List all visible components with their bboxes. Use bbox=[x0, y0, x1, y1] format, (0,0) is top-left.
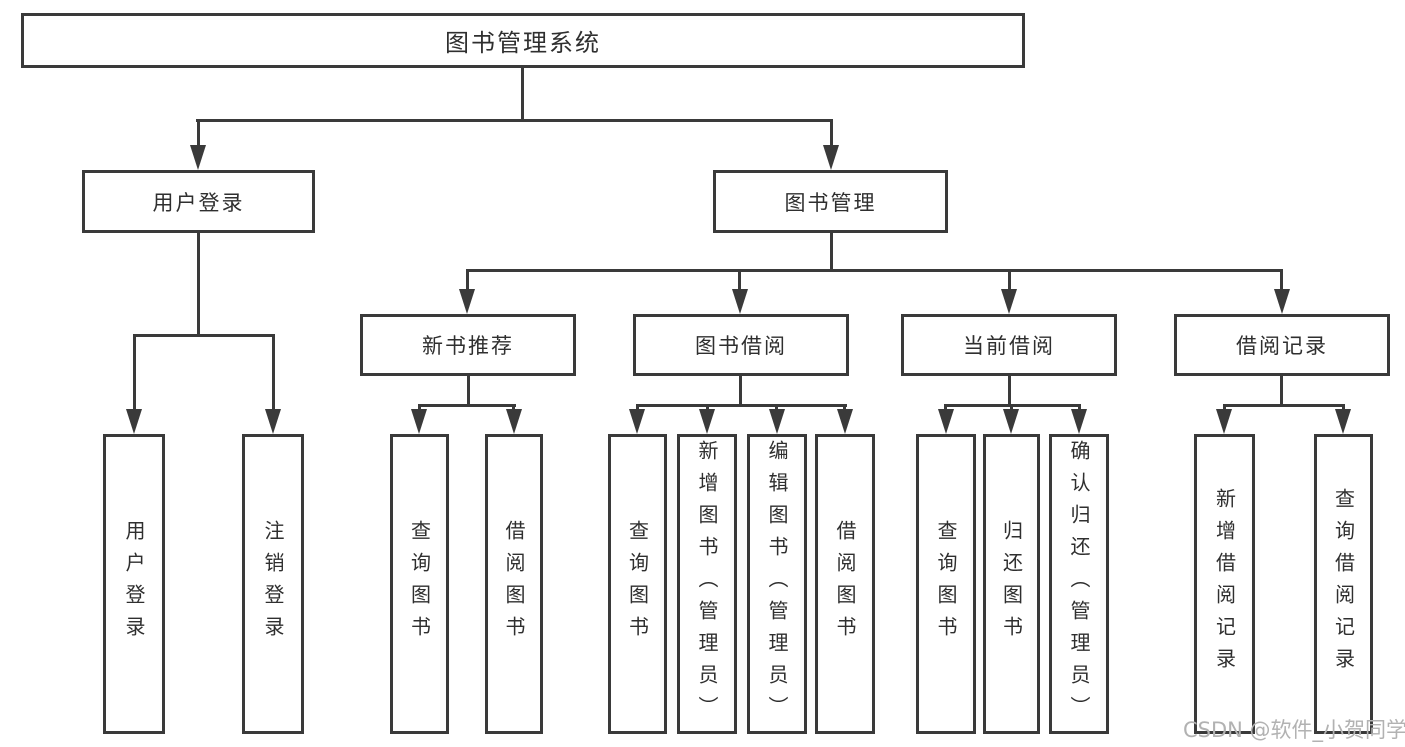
node-label: 新增图书（管理员） bbox=[695, 440, 719, 728]
arrow-down-icon bbox=[938, 409, 954, 434]
connector-line bbox=[467, 374, 470, 406]
arrow-down-icon bbox=[459, 289, 475, 314]
leaf-query-books-recommend: 查询图书 bbox=[390, 434, 449, 734]
node-label: 归还图书 bbox=[999, 520, 1024, 648]
arrow-down-icon bbox=[837, 409, 853, 434]
arrow-down-icon bbox=[1001, 289, 1017, 314]
leaf-add-borrow-record: 新增借阅记录 bbox=[1194, 434, 1255, 734]
csdn-watermark: CSDN @软件_小贺同学 bbox=[1183, 718, 1405, 742]
leaf-query-books-borrowing: 查询图书 bbox=[608, 434, 667, 734]
arrow-down-icon bbox=[506, 409, 522, 434]
connector-line bbox=[521, 66, 524, 120]
node-label: 图书管理 bbox=[784, 190, 877, 215]
arrow-down-icon bbox=[1071, 409, 1087, 434]
node-label: 借阅图书 bbox=[833, 520, 857, 648]
node-label: 图书借阅 bbox=[695, 334, 787, 358]
connector-line bbox=[1223, 404, 1345, 407]
arrow-down-icon bbox=[823, 145, 839, 170]
arrow-down-icon bbox=[411, 409, 427, 434]
arrow-down-icon bbox=[265, 409, 281, 434]
node-label: 新书推荐 bbox=[422, 334, 514, 358]
node-book-management-system: 图书管理系统 bbox=[21, 13, 1025, 68]
leaf-return-books: 归还图书 bbox=[983, 434, 1040, 734]
connector-line bbox=[133, 334, 275, 337]
leaf-confirm-return-admin: 确认归还（管理员） bbox=[1049, 434, 1109, 734]
node-label: 查询图书 bbox=[407, 520, 432, 648]
leaf-query-borrow-record: 查询借阅记录 bbox=[1314, 434, 1373, 734]
leaf-logout: 注销登录 bbox=[242, 434, 304, 734]
arrow-down-icon bbox=[1003, 409, 1019, 434]
connector-line bbox=[196, 119, 833, 122]
node-current-borrowing: 当前借阅 bbox=[901, 314, 1117, 376]
arrow-down-icon bbox=[126, 409, 142, 434]
node-label: 编辑图书（管理员） bbox=[765, 440, 789, 728]
connector-line bbox=[1008, 269, 1011, 295]
node-label: 确认归还（管理员） bbox=[1067, 440, 1091, 728]
connector-line bbox=[197, 119, 200, 149]
node-label: 查询图书 bbox=[934, 520, 958, 648]
leaf-add-book-admin: 新增图书（管理员） bbox=[677, 434, 737, 734]
node-label: 用户登录 bbox=[152, 190, 245, 215]
arrow-down-icon bbox=[699, 409, 715, 434]
leaf-borrow-books-recommend: 借阅图书 bbox=[485, 434, 543, 734]
connector-line bbox=[739, 374, 742, 406]
node-label: 当前借阅 bbox=[963, 334, 1055, 358]
leaf-user-login: 用户登录 bbox=[103, 434, 165, 734]
node-label: 用户登录 bbox=[122, 520, 146, 648]
node-book-borrowing: 图书借阅 bbox=[633, 314, 849, 376]
node-borrowing-records: 借阅记录 bbox=[1174, 314, 1390, 376]
connector-line bbox=[636, 404, 847, 407]
leaf-query-books-current: 查询图书 bbox=[916, 434, 976, 734]
node-label: 借阅图书 bbox=[502, 520, 526, 648]
arrow-down-icon bbox=[190, 145, 206, 170]
node-label: 图书管理系统 bbox=[445, 29, 601, 57]
connector-line bbox=[197, 231, 200, 336]
connector-line bbox=[738, 269, 741, 295]
connector-line bbox=[418, 404, 516, 407]
node-user-login: 用户登录 bbox=[82, 170, 315, 233]
connector-line bbox=[830, 231, 833, 271]
connector-line bbox=[1280, 269, 1283, 295]
arrow-down-icon bbox=[629, 409, 645, 434]
node-label: 新增借阅记录 bbox=[1212, 488, 1237, 680]
leaf-edit-book-admin: 编辑图书（管理员） bbox=[747, 434, 807, 734]
node-label: 查询图书 bbox=[625, 520, 650, 648]
node-label: 借阅记录 bbox=[1236, 334, 1328, 358]
leaf-borrow-books-borrowing: 借阅图书 bbox=[815, 434, 875, 734]
connector-line bbox=[466, 269, 1283, 272]
arrow-down-icon bbox=[1335, 409, 1351, 434]
connector-line bbox=[272, 334, 275, 412]
connector-line bbox=[133, 334, 136, 412]
node-label: 查询借阅记录 bbox=[1331, 488, 1356, 680]
arrow-down-icon bbox=[1216, 409, 1232, 434]
node-book-management: 图书管理 bbox=[713, 170, 948, 233]
node-new-book-recommendation: 新书推荐 bbox=[360, 314, 576, 376]
arrow-down-icon bbox=[769, 409, 785, 434]
connector-line bbox=[830, 119, 833, 149]
connector-line bbox=[466, 269, 469, 295]
arrow-down-icon bbox=[1274, 289, 1290, 314]
connector-line bbox=[1280, 374, 1283, 406]
arrow-down-icon bbox=[732, 289, 748, 314]
node-label: 注销登录 bbox=[261, 520, 285, 648]
connector-line bbox=[1008, 374, 1011, 406]
